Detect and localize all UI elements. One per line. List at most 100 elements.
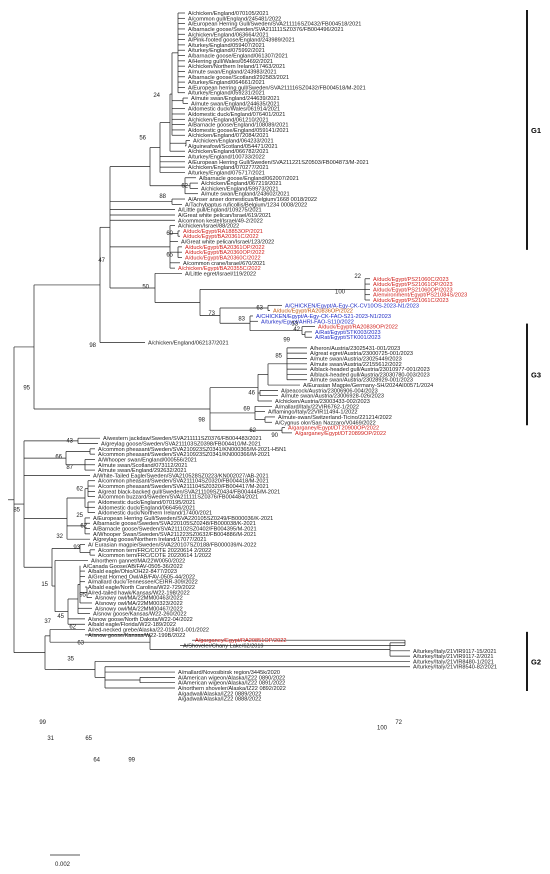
bootstrap-value: 88: [159, 194, 166, 200]
group-label: G2: [531, 657, 541, 666]
tip-label: A/mute swan/Austria/23025449/2023: [310, 356, 402, 362]
bootstrap-value: 95: [23, 385, 30, 391]
tip-label: A/domestic duck/England/070195/2021: [98, 500, 195, 506]
tip-label: A/common tern/FRC/COTE 20220614 2/2022: [98, 548, 211, 554]
tip-label: A/duck/Egypt/PS21060OP/2023: [373, 287, 453, 293]
tip-label: A/turkey/England/059231/2021: [188, 91, 265, 97]
tip-label: A/turkey/Italy/21VIR8480-1/2021: [413, 659, 494, 665]
tip-label: A/chicken/England/070277/2021: [188, 165, 269, 171]
tip-label: A/bald eagle/Florida/W22-189/2022: [88, 622, 176, 628]
tip-label: A/turkey/Italy/21VIR9117-2/2021: [413, 654, 493, 660]
scale-bar-label: 0.002: [55, 862, 71, 868]
bootstrap-value: 56: [139, 136, 146, 142]
tip-label: A/Whooper Swan/Sweden/SVA211223SZ0632/FB…: [93, 532, 256, 538]
bootstrap-values: 2456628860654750221006373835342999895854…: [13, 93, 402, 763]
tip-label: A/mute swan/England/292632/2021: [98, 468, 187, 474]
bootstrap-value: 62: [76, 486, 83, 492]
bootstrap-value: 50: [142, 284, 149, 290]
bootstrap-value: 73: [208, 311, 215, 317]
tip-label: A/mallard/Italy/22VIR6762-1/2022: [275, 404, 359, 410]
tip-label: A/chicken/England/061210/2021: [188, 117, 269, 123]
tip-label: A/domestic duck/Wales/061914/2021: [188, 107, 280, 113]
tip-label: A/turkey/England/059407/2021: [188, 43, 265, 49]
tip-label: A/environment/Egypt/PS21084S/2023: [373, 293, 467, 299]
tip-label: A/barnacle goose/Sweden/SVA211111SZ0376/…: [188, 27, 344, 33]
tip-label: A/Great white pelican/Israel/123/2022: [181, 240, 274, 246]
bootstrap-value: 72: [395, 720, 402, 726]
tip-label: A/turkey/England/075717/2021: [188, 170, 265, 176]
tip-label: A/ Eurasian magpie/Sweden/SVA220107SZ018…: [88, 543, 256, 549]
tip-label: A/mute swan/Austria/23006928-026/2023: [281, 394, 384, 400]
tip-label: A/Cygnus olor/San Nazzaro/V0469/2022: [275, 420, 376, 426]
bootstrap-value: 100: [377, 726, 388, 732]
tip-label: A/garganey/Egypt/DT20900OP/2022: [288, 426, 379, 432]
tip-label: A/gadwall/Alaska/IZ22 0889/2022: [178, 691, 261, 697]
tip-label: A/European Herring Gull/Sweden/SVA220105…: [93, 516, 273, 522]
tip-label: A/Eurasian Magpie/Germany-SH/2024AI00571…: [303, 383, 433, 389]
tip-label: A/Whooper swan/England/000556/2021: [98, 457, 197, 463]
bootstrap-value: 53: [291, 322, 298, 328]
tip-label: A/chicken/England/066782/2021: [188, 149, 269, 155]
tip-label: A/chicken/England/062137/2021: [148, 341, 229, 347]
tip-label: A/mute swan/England/243983/2021: [188, 69, 277, 75]
tip-label: A/chicken/England/072084/2021: [188, 133, 269, 139]
group-label: G1: [531, 126, 541, 135]
tip-label: A/greylag goose/Sweden/SVA211103SZ0398/F…: [101, 442, 261, 448]
bootstrap-value: 63: [256, 306, 263, 312]
tip-label: A/turkey/Italy/21VIR8540-82/2021: [413, 665, 497, 671]
tip-label: A/duck/Egypt/BA20360OP/2022: [185, 250, 265, 256]
tip-label: A/CHICKEN/Egypt/A-Egy-CK-FAO-S21-2023-N1…: [256, 314, 391, 320]
tip-label: A/mute swan/England/243602/2021: [201, 192, 290, 198]
tip-label: A/great egret/Austria/23000725-001/2023: [310, 351, 413, 357]
bootstrap-value: 64: [93, 757, 100, 763]
tip-label: A/duck/Egypt/PS21061C/2023: [373, 298, 449, 304]
tip-label: A/turkey/England/100733/2022: [188, 155, 265, 161]
bootstrap-value: 62: [80, 524, 87, 530]
tip-label: A/American wigeon/Alaska/IZ22 0890/2022: [178, 675, 285, 681]
tip-label: A/turkey/Italy/21VIR9117-15/2021: [413, 649, 497, 655]
bootstrap-value: 90: [271, 433, 278, 439]
bootstrap-value: 65: [166, 252, 173, 258]
tip-label: A/common pheasant/Sweden/SVA211104SZ0320…: [98, 479, 269, 485]
tip-label: A/turkey/England/075992/2021: [188, 48, 265, 54]
tip-label: A/Herring gull/Wales/054692/2021: [188, 59, 273, 65]
tip-label: A/duck/Egypt/RA20839OP/2022: [318, 325, 398, 331]
tip-label: A/Great white pelican/Israel/619/2021: [178, 213, 271, 219]
bootstrap-value: 93: [73, 545, 80, 551]
bootstrap-value: 25: [76, 513, 83, 519]
tip-label: A/black-headed gull/Austria/23030780-003…: [310, 372, 430, 378]
tip-label: A/Little egret/Israel/119/2022: [185, 271, 256, 277]
bootstrap-value: 63: [77, 640, 84, 646]
tip-label: A/northern gannet/MA/22W0050/2022: [91, 558, 185, 564]
tip-label: A/red-tailed hawk/Kansas/W22-198/2022: [88, 590, 190, 596]
bootstrap-value: 62: [181, 183, 188, 189]
tip-label: A/bald eagle/Ohio/OH22-8477/2023: [88, 569, 177, 575]
tip-label: A/garganey/Egypt/RA20851OP/2022: [195, 638, 286, 644]
tip-label: A/common kestel/Israel/49-2/2022: [178, 218, 263, 224]
bootstrap-value: 43: [66, 439, 73, 445]
tip-label: A/mallard duck/Tennessee/CEIRR-309/2022: [88, 580, 198, 586]
scale-bar: 0.002: [50, 854, 80, 868]
tip-label: A/European Herring Gull/Sweden/SVA211116…: [188, 22, 361, 28]
tip-label: A/duck/Egypt/PS21060C/2023: [373, 277, 449, 283]
tip-label: A/snow goose/Kansas/W22-260/2022: [93, 612, 187, 618]
tip-label: A/chicken/Israel/88/2022: [178, 224, 239, 230]
tip-label: A/Little gull/England/109275/2021: [178, 208, 262, 214]
tip-label: A/turkey/England/064661/2021: [188, 80, 265, 86]
tip-label: A/barnacle goose/Scotland/292583/2021: [188, 75, 289, 81]
tip-label: A/chicken/England/064233/2021: [193, 139, 274, 145]
bootstrap-value: 62: [69, 625, 76, 631]
tip-label: A/common pheasant/Sweden/SVA210923SZ0341…: [98, 452, 270, 458]
tip-label: A/American wigeon/Alaska/IZ22 0891/2022: [178, 681, 285, 687]
bootstrap-value: 22: [354, 274, 361, 280]
tip-label: A/common pheasant/Sweden/SVA210923SZ0341…: [98, 447, 286, 453]
tip-label: A/barnacle goose/England/061307/2021: [188, 54, 288, 60]
tip-label: A/chicken/Austria/23003433-002/2023: [275, 399, 370, 405]
tip-label: A/domestic goose/England/059141/2021: [188, 128, 289, 134]
tip-label: A/duck/Egypt/BA20361OP/2022: [185, 245, 265, 251]
tip-label: A/Barnacle goose/Sweden/SVA211102SZ0402/…: [93, 527, 257, 533]
tip-label: A/duck/Egypt/RA18853OP/2021: [183, 229, 263, 235]
tip-label: A/CHICKEN/Egypt/A-Egy-CK-CV10OS-2023-N1/…: [285, 303, 419, 309]
tip-label: A/mute swan/England/244639/2021: [191, 96, 280, 102]
